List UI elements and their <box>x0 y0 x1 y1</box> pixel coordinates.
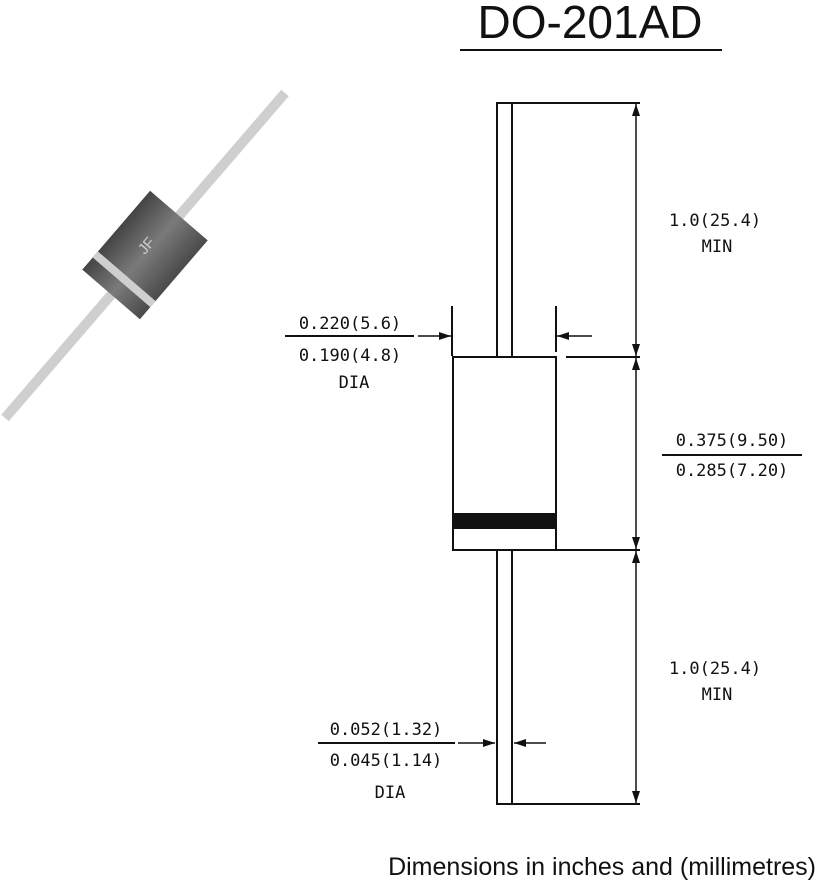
bottom-lead <box>496 549 513 805</box>
top-lead <box>496 102 513 358</box>
top-lead-length: 1.0(25.4) <box>669 211 761 231</box>
units-footnote: Dimensions in inches and (millimetres) <box>388 853 816 881</box>
extension-lines <box>512 102 640 805</box>
body-diameter-dimension <box>285 306 592 356</box>
outline-drawing <box>285 102 802 805</box>
lead-diameter-max: 0.052(1.32) <box>330 720 443 740</box>
body-length-max: 0.375(9.50) <box>676 431 789 451</box>
bottom-lead-min-label: MIN <box>702 685 733 705</box>
top-lead-min-label: MIN <box>702 237 733 257</box>
diode-photo: JF <box>1 89 289 422</box>
body-diameter-min: 0.190(4.8) <box>299 346 401 366</box>
lead-diameter-dia-label: DIA <box>375 783 406 803</box>
body-diameter-max: 0.220(5.6) <box>299 314 401 334</box>
cathode-band <box>452 513 557 529</box>
package-title: DO-201AD <box>478 0 703 48</box>
diode-photo-body <box>82 190 208 320</box>
lead-diameter-min: 0.045(1.14) <box>330 751 443 771</box>
body-length-min: 0.285(7.20) <box>676 461 789 481</box>
bottom-lead-length: 1.0(25.4) <box>669 659 761 679</box>
body-diameter-dia-label: DIA <box>339 373 370 393</box>
diode-photo-band <box>92 251 156 308</box>
